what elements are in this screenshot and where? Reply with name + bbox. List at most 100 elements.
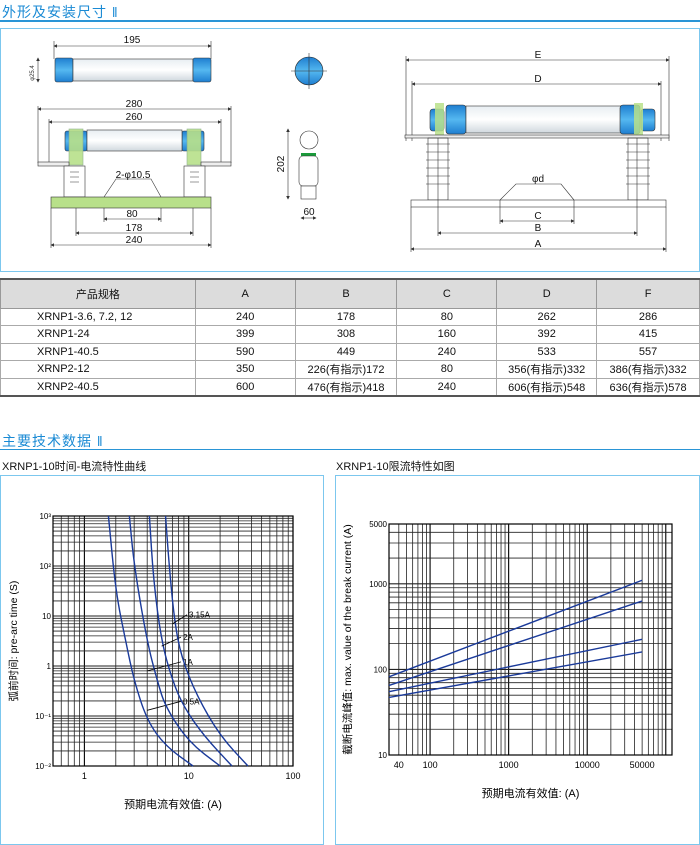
x-axis-label: 预期电流有效值: (A) xyxy=(124,797,222,811)
series-line xyxy=(388,579,643,678)
x-axis-label: 预期电流有效值: (A) xyxy=(482,786,580,800)
x-tick-label: 1000 xyxy=(499,760,519,770)
cell-value: 356(有指示)332 xyxy=(496,360,598,379)
series-label: 1A xyxy=(183,658,193,667)
dim-phid: φd xyxy=(532,174,544,185)
col-header: F xyxy=(596,278,700,309)
dim-D: D xyxy=(534,74,541,85)
series-line xyxy=(107,515,194,767)
x-tick-label: 1 xyxy=(82,771,87,781)
fuse-top-view: φ25.4 195 xyxy=(30,35,212,83)
y-tick-label: 10³ xyxy=(39,512,51,521)
y-tick-label: 100 xyxy=(374,665,388,674)
table-header-row: 产品规格 A B C D F xyxy=(0,278,700,309)
chart-title-time-current: XRNP1-10时间-电流特性曲线 xyxy=(2,461,147,473)
dim-diameter: φ25.4 xyxy=(30,65,36,81)
dim-B: B xyxy=(535,223,542,234)
cell-value: 80 xyxy=(396,360,498,379)
label-leader-line xyxy=(147,661,182,672)
dim-holes: 2-φ10.5 xyxy=(116,170,151,181)
cell-value: 476(有指示)418 xyxy=(294,377,398,397)
cell-value: 160 xyxy=(396,325,498,344)
fuse-front-view: 280 260 2-φ10.5 80 178 240 xyxy=(37,99,232,248)
x-tick-label: 100 xyxy=(285,771,300,781)
section-divider xyxy=(0,20,700,22)
dim-195: 195 xyxy=(124,35,141,46)
section-title-tech-data: 主要技术数据 ‖ xyxy=(2,433,104,449)
cell-model: XRNP2-12 xyxy=(0,360,196,379)
col-header: A xyxy=(194,278,296,309)
cell-value: 557 xyxy=(596,342,700,361)
plot-frame xyxy=(52,515,294,767)
cell-value: 606(有指示)548 xyxy=(496,377,598,397)
cell-value: 399 xyxy=(194,325,296,344)
cell-value: 350 xyxy=(194,360,296,379)
y-axis-label: 截断电流峰值: max. value of the break current … xyxy=(341,524,354,755)
dim-80: 80 xyxy=(126,209,138,220)
col-header: B xyxy=(294,278,398,309)
dim-60: 60 xyxy=(303,207,315,218)
y-tick-label: 10⁻¹ xyxy=(35,712,51,721)
cell-value: 226(有指示)172 xyxy=(294,360,398,379)
dim-280: 280 xyxy=(126,99,143,110)
dim-178: 178 xyxy=(126,223,143,234)
series-line xyxy=(388,600,643,687)
x-tick-label: 50000 xyxy=(630,760,655,770)
cell-value: 80 xyxy=(396,307,498,326)
chart-panel-time-current: 1 10 100 10³ 10² 10 1 10⁻¹ 10⁻² 0.5A 1A 2A 3.15A 预期电流… xyxy=(0,475,324,845)
cell-value: 590 xyxy=(194,342,296,361)
dim-C: C xyxy=(534,211,541,222)
y-tick-label: 1 xyxy=(47,662,52,671)
cell-value: 386(有指示)332 xyxy=(596,360,700,379)
fuse-side-view: 202 60 xyxy=(276,128,319,220)
series-label: 0.5A xyxy=(183,697,200,706)
cell-value: 240 xyxy=(194,307,296,326)
series-line xyxy=(164,515,249,767)
x-tick-label: 10000 xyxy=(575,760,600,770)
col-header: C xyxy=(396,278,498,309)
cell-value: 533 xyxy=(496,342,598,361)
section-title-dimensions: 外形及安装尺寸 ‖ xyxy=(2,4,119,20)
y-tick-label: 10 xyxy=(42,612,51,621)
label-leader-line xyxy=(172,614,188,625)
dimension-drawings-panel: φ25.4 195 280 260 2-φ10.5 80 178 240 202… xyxy=(0,28,700,272)
cell-value: 286 xyxy=(596,307,700,326)
dim-202: 202 xyxy=(276,155,287,172)
cell-model: XRNP1-40.5 xyxy=(0,342,196,361)
y-tick-label: 10⁻² xyxy=(35,762,51,771)
cell-value: 240 xyxy=(396,377,498,397)
cell-value: 308 xyxy=(294,325,398,344)
series-label: 2A xyxy=(183,633,193,642)
chart-title-current-limiting: XRNP1-10限流特性如图 xyxy=(336,461,455,473)
y-tick-label: 1000 xyxy=(369,580,387,589)
series-line xyxy=(388,651,643,699)
cell-value: 449 xyxy=(294,342,398,361)
y-tick-label: 10² xyxy=(39,562,51,571)
dim-260: 260 xyxy=(126,112,143,123)
time-current-chart: 1 10 100 10³ 10² 10 1 10⁻¹ 10⁻² 0.5A 1A 2A 3.15A 预期电流… xyxy=(7,512,301,811)
cell-value: 636(有指示)578 xyxy=(596,377,700,397)
dimension-drawings: φ25.4 195 280 260 2-φ10.5 80 178 240 202… xyxy=(30,35,670,252)
dim-A: A xyxy=(535,239,542,250)
cell-model: XRNP2-40.5 xyxy=(0,377,196,397)
dim-E: E xyxy=(535,50,542,61)
x-tick-label: 10 xyxy=(184,771,194,781)
x-tick-label: 40 xyxy=(394,760,404,770)
series-label: 3.15A xyxy=(189,611,211,620)
x-tick-label: 100 xyxy=(423,760,438,770)
section-divider xyxy=(0,449,700,450)
y-tick-label: 5000 xyxy=(369,520,387,529)
col-header: 产品规格 xyxy=(0,278,196,309)
cell-value: 415 xyxy=(596,325,700,344)
series-line xyxy=(388,638,643,693)
col-header: D xyxy=(496,278,598,309)
cell-value: 178 xyxy=(294,307,398,326)
